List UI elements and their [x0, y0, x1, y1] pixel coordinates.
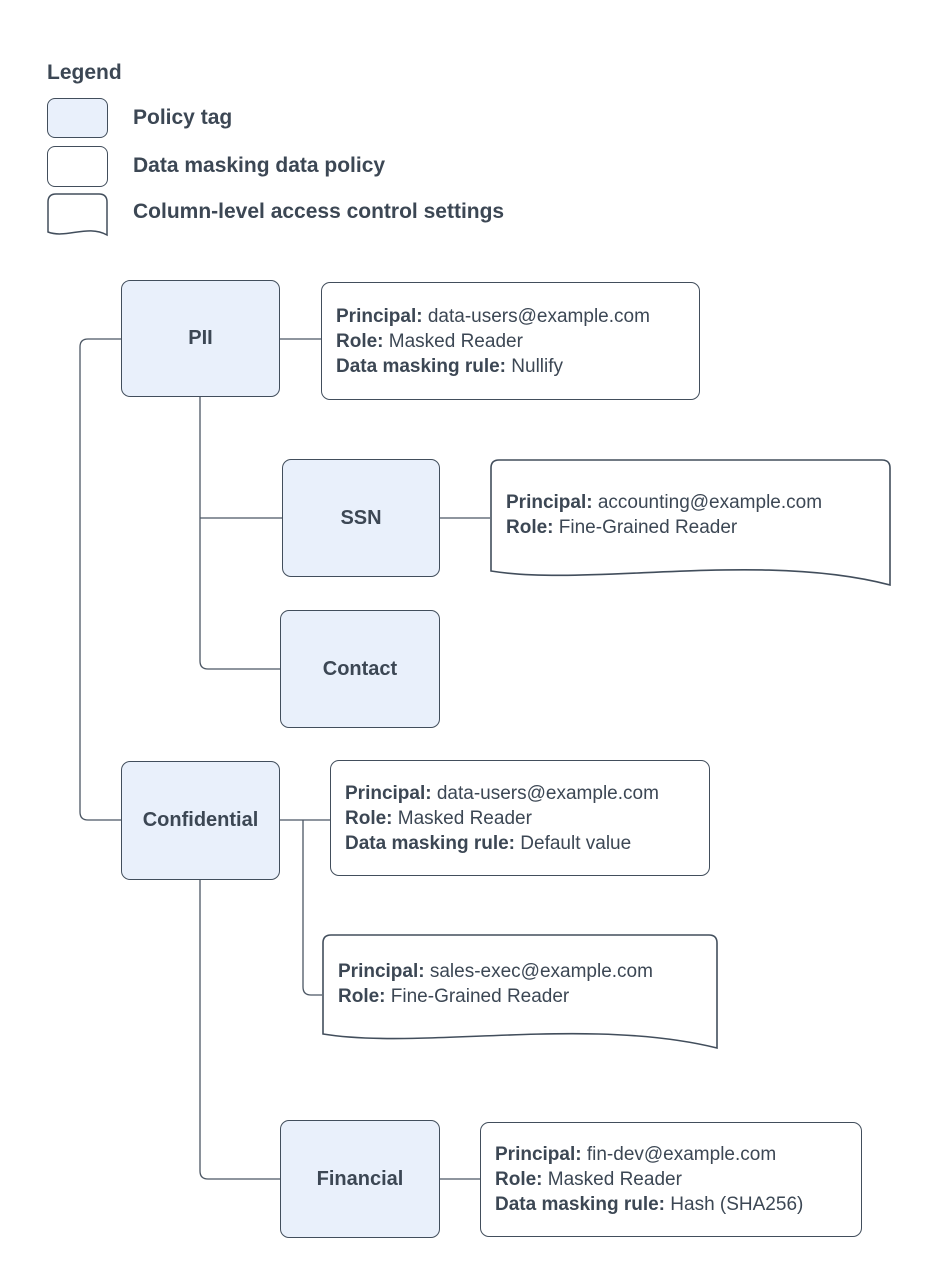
policy-tag-label: Contact	[322, 657, 398, 680]
field-label: Principal:	[495, 1144, 582, 1165]
field-value: accounting@example.com	[597, 492, 823, 513]
connector-confidential-financial	[199, 880, 280, 1180]
field-value: Masked Reader	[547, 1169, 682, 1190]
confidential-data-policy: Principal: data-users@example.com Role: …	[330, 760, 710, 876]
policy-line: Principal: accounting@example.com	[506, 490, 875, 515]
field-label: Role:	[345, 807, 393, 829]
policy-line: Role: Masked Reader	[345, 806, 695, 831]
financial-data-policy: Principal: fin-dev@example.com Role: Mas…	[480, 1122, 862, 1237]
policy-tag-label: Confidential	[142, 809, 259, 831]
legend-item-label: Data masking data policy	[133, 154, 386, 177]
access-control-swatch	[47, 193, 108, 237]
legend-item-label: Policy tag	[133, 106, 233, 129]
field-value: Fine-Grained Reader	[558, 517, 738, 538]
policy-line: Principal: data-users@example.com	[336, 304, 685, 329]
field-value: data-users@example.com	[436, 782, 659, 804]
connector-confidential-accessdoc	[302, 820, 322, 996]
connector-pii-contact	[199, 397, 280, 670]
field-value: Masked Reader	[388, 330, 523, 352]
field-value: Default value	[520, 832, 632, 854]
field-label: Role:	[338, 986, 386, 1007]
field-value: fin-dev@example.com	[586, 1144, 777, 1165]
policy-tag-label: PII	[188, 327, 213, 349]
legend-title: Legend	[47, 61, 122, 84]
field-value: Hash (SHA256)	[670, 1194, 804, 1215]
policy-line: Principal: fin-dev@example.com	[495, 1142, 847, 1167]
pii-data-policy: Principal: data-users@example.com Role: …	[321, 282, 700, 400]
policy-line: Principal: data-users@example.com	[345, 781, 695, 806]
field-label: Role:	[336, 330, 384, 352]
connector-pii-confidential	[79, 338, 121, 821]
policy-tag-label: SSN	[340, 506, 382, 529]
confidential-access-control-shape	[322, 934, 718, 1050]
field-value: Nullify	[511, 355, 564, 377]
legend-item-label: Column-level access control settings	[133, 200, 505, 223]
financial-policy-tag: Financial	[280, 1120, 440, 1238]
policy-tag-swatch	[47, 98, 108, 138]
pii-policy-tag: PII	[121, 280, 280, 397]
data-policy-swatch	[47, 146, 108, 187]
confidential-policy-tag: Confidential	[121, 761, 280, 880]
field-label: Role:	[506, 517, 554, 538]
field-label: Principal:	[506, 492, 593, 513]
field-value: data-users@example.com	[427, 305, 650, 327]
field-label: Role:	[495, 1169, 543, 1190]
policy-line: Data masking rule: Hash (SHA256)	[495, 1192, 847, 1217]
field-label: Data masking rule:	[495, 1194, 665, 1215]
field-value: Fine-Grained Reader	[390, 986, 570, 1007]
field-value: Masked Reader	[397, 807, 532, 829]
field-label: Principal:	[338, 961, 425, 982]
policy-line: Role: Fine-Grained Reader	[506, 515, 875, 540]
policy-line: Data masking rule: Nullify	[336, 354, 685, 379]
ssn-policy-tag: SSN	[282, 459, 440, 577]
policy-line: Principal: sales-exec@example.com	[338, 959, 702, 984]
ssn-access-control-text: Principal: accounting@example.com Role: …	[490, 459, 891, 571]
policy-line: Role: Masked Reader	[495, 1167, 847, 1192]
policy-line: Role: Fine-Grained Reader	[338, 984, 702, 1009]
field-value: sales-exec@example.com	[429, 961, 653, 982]
contact-policy-tag: Contact	[280, 610, 440, 728]
confidential-access-control-text: Principal: sales-exec@example.com Role: …	[322, 934, 718, 1034]
field-label: Principal:	[345, 782, 432, 804]
policy-line: Data masking rule: Default value	[345, 831, 695, 856]
field-label: Data masking rule:	[336, 355, 506, 377]
field-label: Data masking rule:	[345, 832, 515, 854]
field-label: Principal:	[336, 305, 423, 327]
policy-line: Role: Masked Reader	[336, 329, 685, 354]
policy-tag-label: Financial	[316, 1167, 404, 1190]
ssn-access-control-shape	[490, 459, 891, 587]
